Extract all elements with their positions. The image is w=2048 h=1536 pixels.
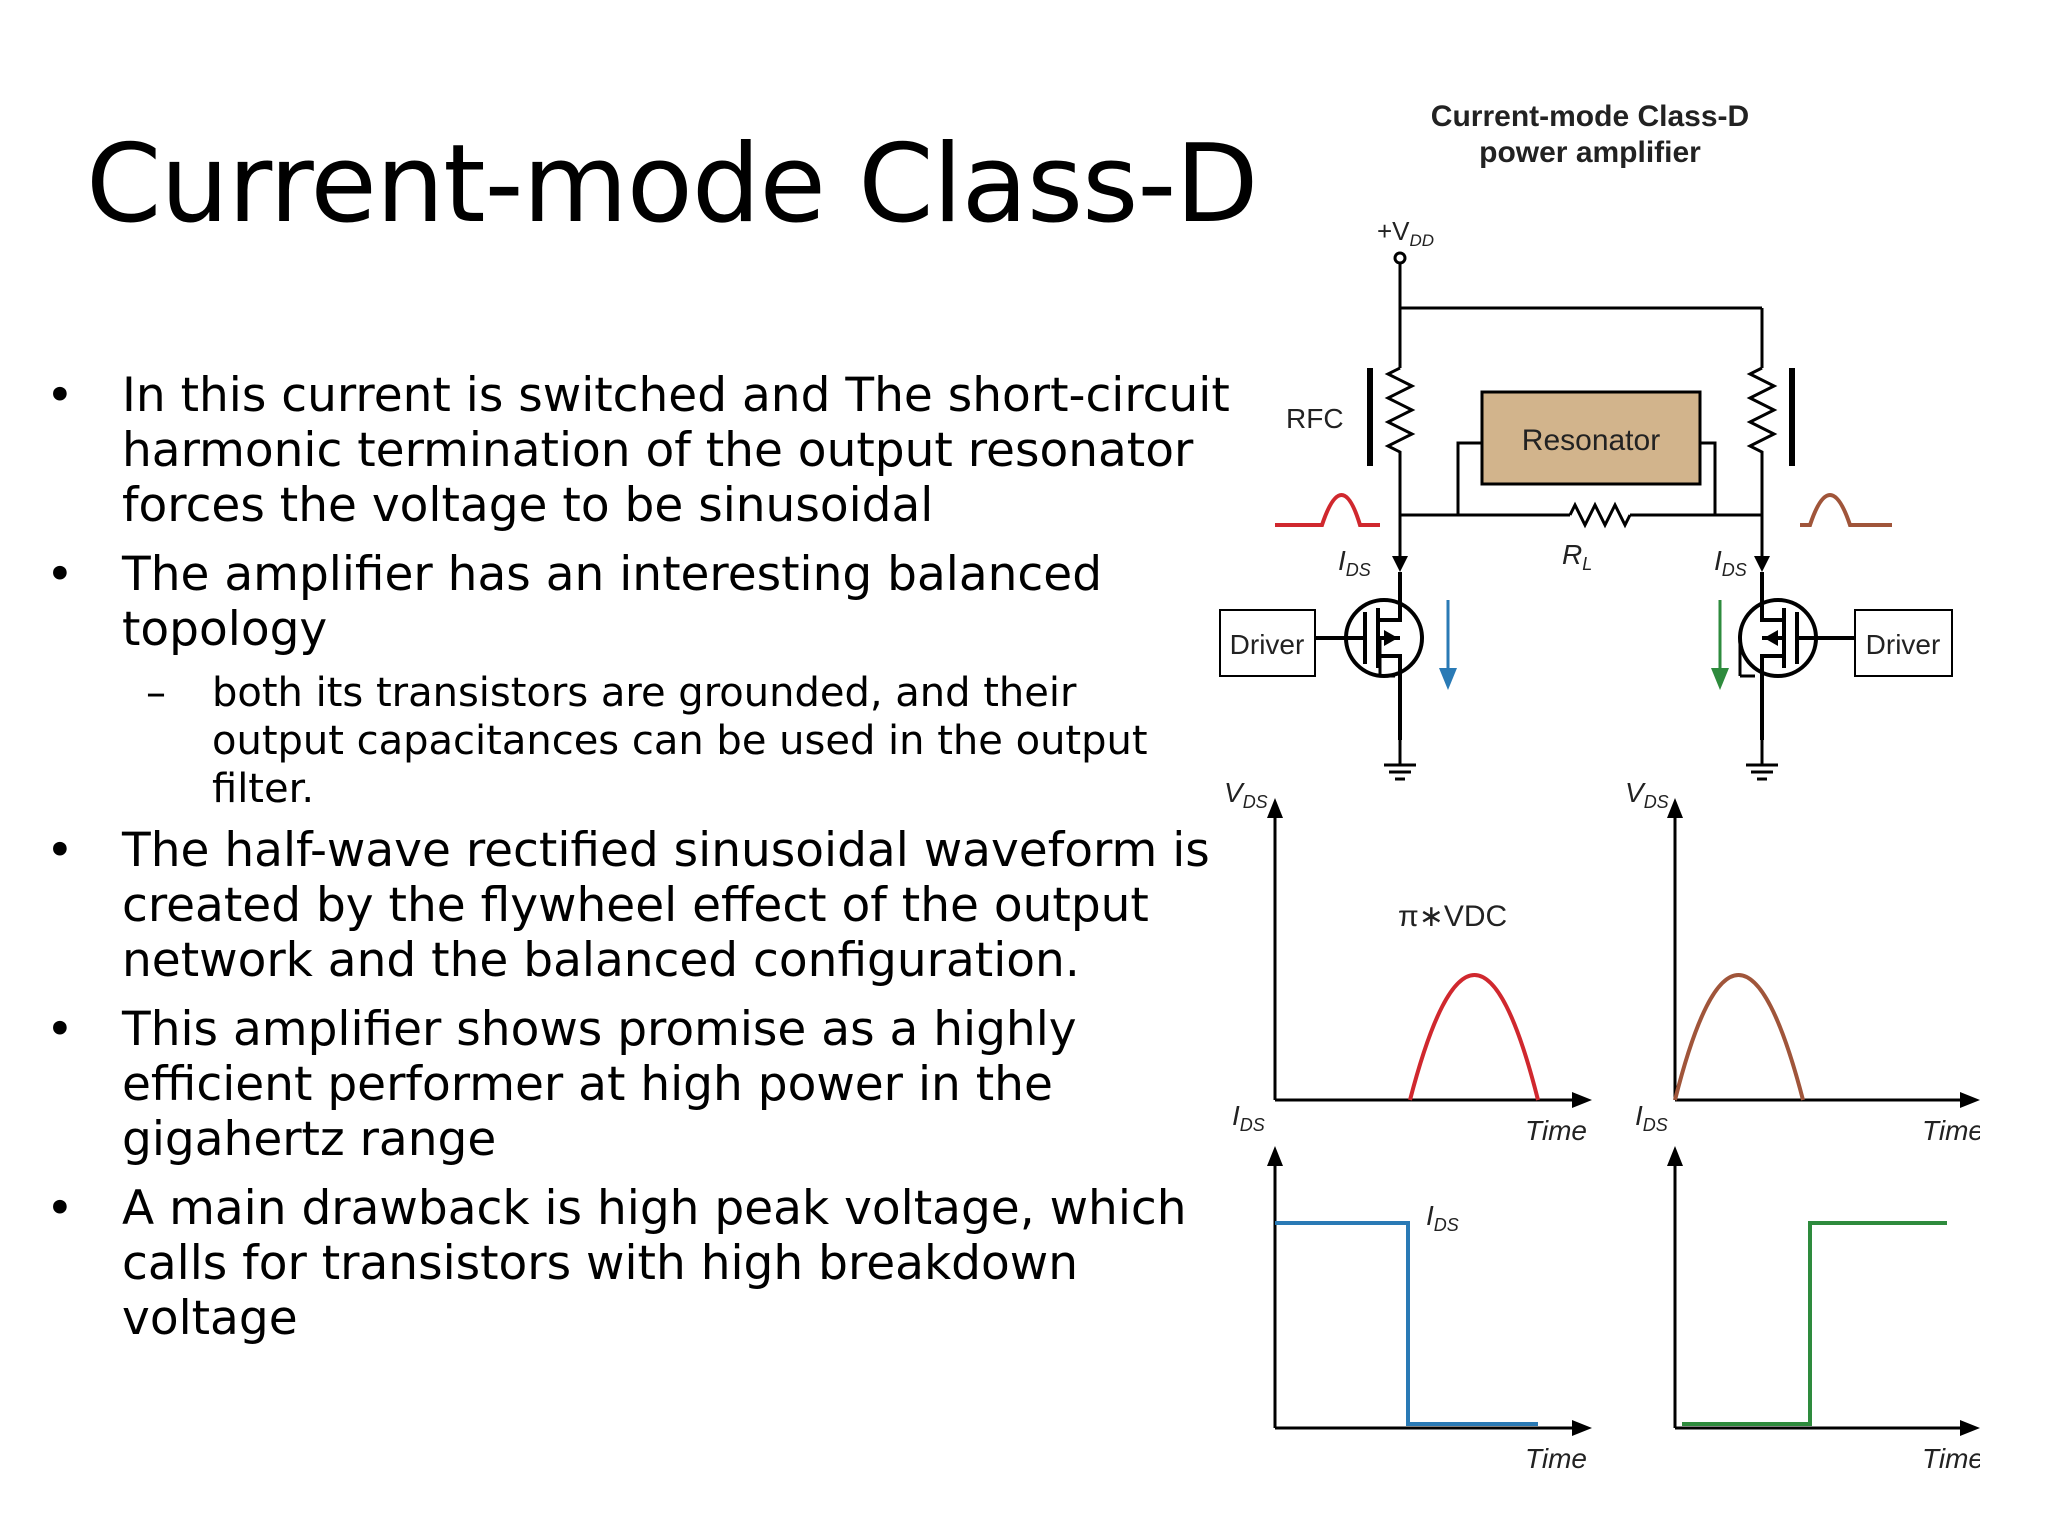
- ids-main-right: I: [1714, 545, 1722, 576]
- vds-axis-label-right: VDS: [1625, 777, 1669, 812]
- bullet-item: • A main drawback is high peak voltage, …: [40, 1181, 1220, 1346]
- ids-subscript-right: DS: [1722, 560, 1747, 580]
- vds-main-left: V: [1224, 777, 1245, 808]
- vds-axis-label-left: VDS: [1224, 777, 1268, 812]
- time-label-1: Time: [1525, 1115, 1587, 1146]
- vdd-main: +V: [1377, 216, 1410, 246]
- resonator-box: [1480, 390, 1702, 486]
- ids-axis-main-right: I: [1635, 1100, 1643, 1131]
- ids-axis-label-left: IDS: [1232, 1100, 1265, 1135]
- diagram-title: Current-mode Class-D: [1431, 100, 1749, 133]
- rfc-right: [1746, 366, 1778, 458]
- bullet-line: efficient performer at high power in the: [122, 1057, 1053, 1112]
- resonator-label: Resonator: [1522, 424, 1660, 457]
- ids-wave-label: IDS: [1426, 1200, 1459, 1235]
- bullet-line: calls for transistors with high breakdow…: [122, 1236, 1078, 1291]
- ground-left: [1384, 740, 1416, 781]
- rfc-label: RFC: [1286, 403, 1344, 434]
- bullet-line: The half-wave rectified sinusoidal wavef…: [122, 823, 1210, 878]
- vds-subscript-left: DS: [1243, 792, 1268, 812]
- sub-bullet-mark: –: [146, 670, 166, 716]
- bullet-line: topology: [122, 602, 328, 657]
- bullet-mark: •: [46, 547, 74, 602]
- bullet-line: This amplifier shows promise as a highly: [122, 1002, 1077, 1057]
- slide-title: Current-mode Class-D: [86, 122, 1258, 247]
- driver-right-label: Driver: [1866, 629, 1941, 660]
- sub-bullet-line: filter.: [212, 766, 315, 812]
- plot-vds-right: [1667, 798, 1980, 1108]
- vdd-subscript: DD: [1410, 231, 1435, 250]
- bullet-line: created by the flywheel effect of the ou…: [122, 878, 1149, 933]
- bullet-mark: •: [46, 823, 74, 878]
- ids-axis-subscript-left: DS: [1240, 1115, 1265, 1135]
- bullet-line: forces the voltage to be sinusoidal: [122, 478, 934, 533]
- bullet-line: The amplifier has an interesting balance…: [122, 547, 1103, 602]
- transistor-left-arrow: [1384, 630, 1398, 646]
- bullet-item: • The amplifier has an interesting balan…: [40, 547, 1220, 657]
- time-label-2: Time: [1922, 1115, 1980, 1146]
- transistor-left: [1315, 572, 1424, 740]
- vds-main-right: V: [1625, 777, 1646, 808]
- ids-arrow-left: [1392, 556, 1408, 572]
- diagram-subtitle: power amplifier: [1479, 136, 1701, 169]
- bullet-item: • This amplifier shows promise as a high…: [40, 1002, 1220, 1167]
- vds-subscript-right: DS: [1644, 792, 1669, 812]
- ids-arrow-right: [1754, 556, 1770, 572]
- load-main: R: [1562, 539, 1582, 570]
- bullet-line: harmonic termination of the output reson…: [122, 423, 1194, 478]
- plot-ids-right: [1667, 1146, 1980, 1436]
- driver-right-box: [1854, 609, 1953, 677]
- bullet-mark: •: [46, 1002, 74, 1057]
- load-subscript: L: [1582, 554, 1592, 574]
- ground-right: [1746, 740, 1778, 781]
- driver-left-box: [1219, 609, 1316, 677]
- ids-axis-label-right: IDS: [1635, 1100, 1668, 1135]
- vds-wave-right: [1673, 973, 1805, 1101]
- left-pulse-icon: [1275, 493, 1380, 527]
- sub-bullet-item: – both its transistors are grounded, and…: [40, 669, 1220, 813]
- vdd-label: +VDD: [1377, 216, 1434, 250]
- load-resistor: [1568, 501, 1632, 529]
- bullet-line: In this current is switched and The shor…: [122, 368, 1230, 423]
- load-label: RL: [1562, 539, 1592, 574]
- bullet-line: A main drawback is high peak voltage, wh…: [122, 1181, 1187, 1236]
- sub-bullet-line: both its transistors are grounded, and t…: [212, 670, 1077, 716]
- peak-label: π∗VDC: [1398, 900, 1507, 933]
- right-pulse-icon: [1800, 493, 1892, 527]
- bullet-line: gigahertz range: [122, 1112, 497, 1167]
- ids-wave-left: [1275, 1221, 1538, 1426]
- transistor-right: [1738, 572, 1855, 740]
- ids-wave-right: [1682, 1221, 1947, 1426]
- vdd-terminal: [1393, 251, 1407, 265]
- current-arrow-left: [1439, 600, 1457, 690]
- time-label-4: Time: [1922, 1443, 1980, 1474]
- ids-label-right: IDS: [1714, 545, 1747, 580]
- driver-left-label: Driver: [1230, 629, 1305, 660]
- rfc-left: [1384, 366, 1416, 458]
- plot-ids-left: [1267, 1146, 1592, 1436]
- circuit-diagram: Current-mode Class-D power amplifier +VD…: [1219, 100, 1980, 1474]
- plot-vds-left: [1267, 798, 1592, 1108]
- bullet-line: voltage: [122, 1291, 298, 1346]
- transistor-right-arrow: [1764, 630, 1778, 646]
- ids-wave-subscript: DS: [1434, 1215, 1459, 1235]
- sub-bullet-line: output capacitances can be used in the o…: [212, 718, 1148, 764]
- bullet-list: • In this current is switched and The sh…: [40, 368, 1230, 1360]
- bullet-item: • In this current is switched and The sh…: [40, 368, 1230, 533]
- ids-wave-main: I: [1426, 1200, 1434, 1231]
- ids-subscript-left: DS: [1346, 560, 1371, 580]
- bullet-line: network and the balanced configuration.: [122, 933, 1080, 988]
- bullet-item: • The half-wave rectified sinusoidal wav…: [40, 823, 1220, 988]
- time-label-3: Time: [1525, 1443, 1587, 1474]
- ids-main-left: I: [1338, 545, 1346, 576]
- ids-label-left: IDS: [1338, 545, 1371, 580]
- vds-wave-left: [1408, 973, 1540, 1101]
- bullet-mark: •: [46, 1181, 74, 1236]
- ids-axis-subscript-right: DS: [1643, 1115, 1668, 1135]
- ids-axis-main-left: I: [1232, 1100, 1240, 1131]
- bullet-mark: •: [46, 368, 74, 423]
- current-arrow-right: [1711, 600, 1729, 690]
